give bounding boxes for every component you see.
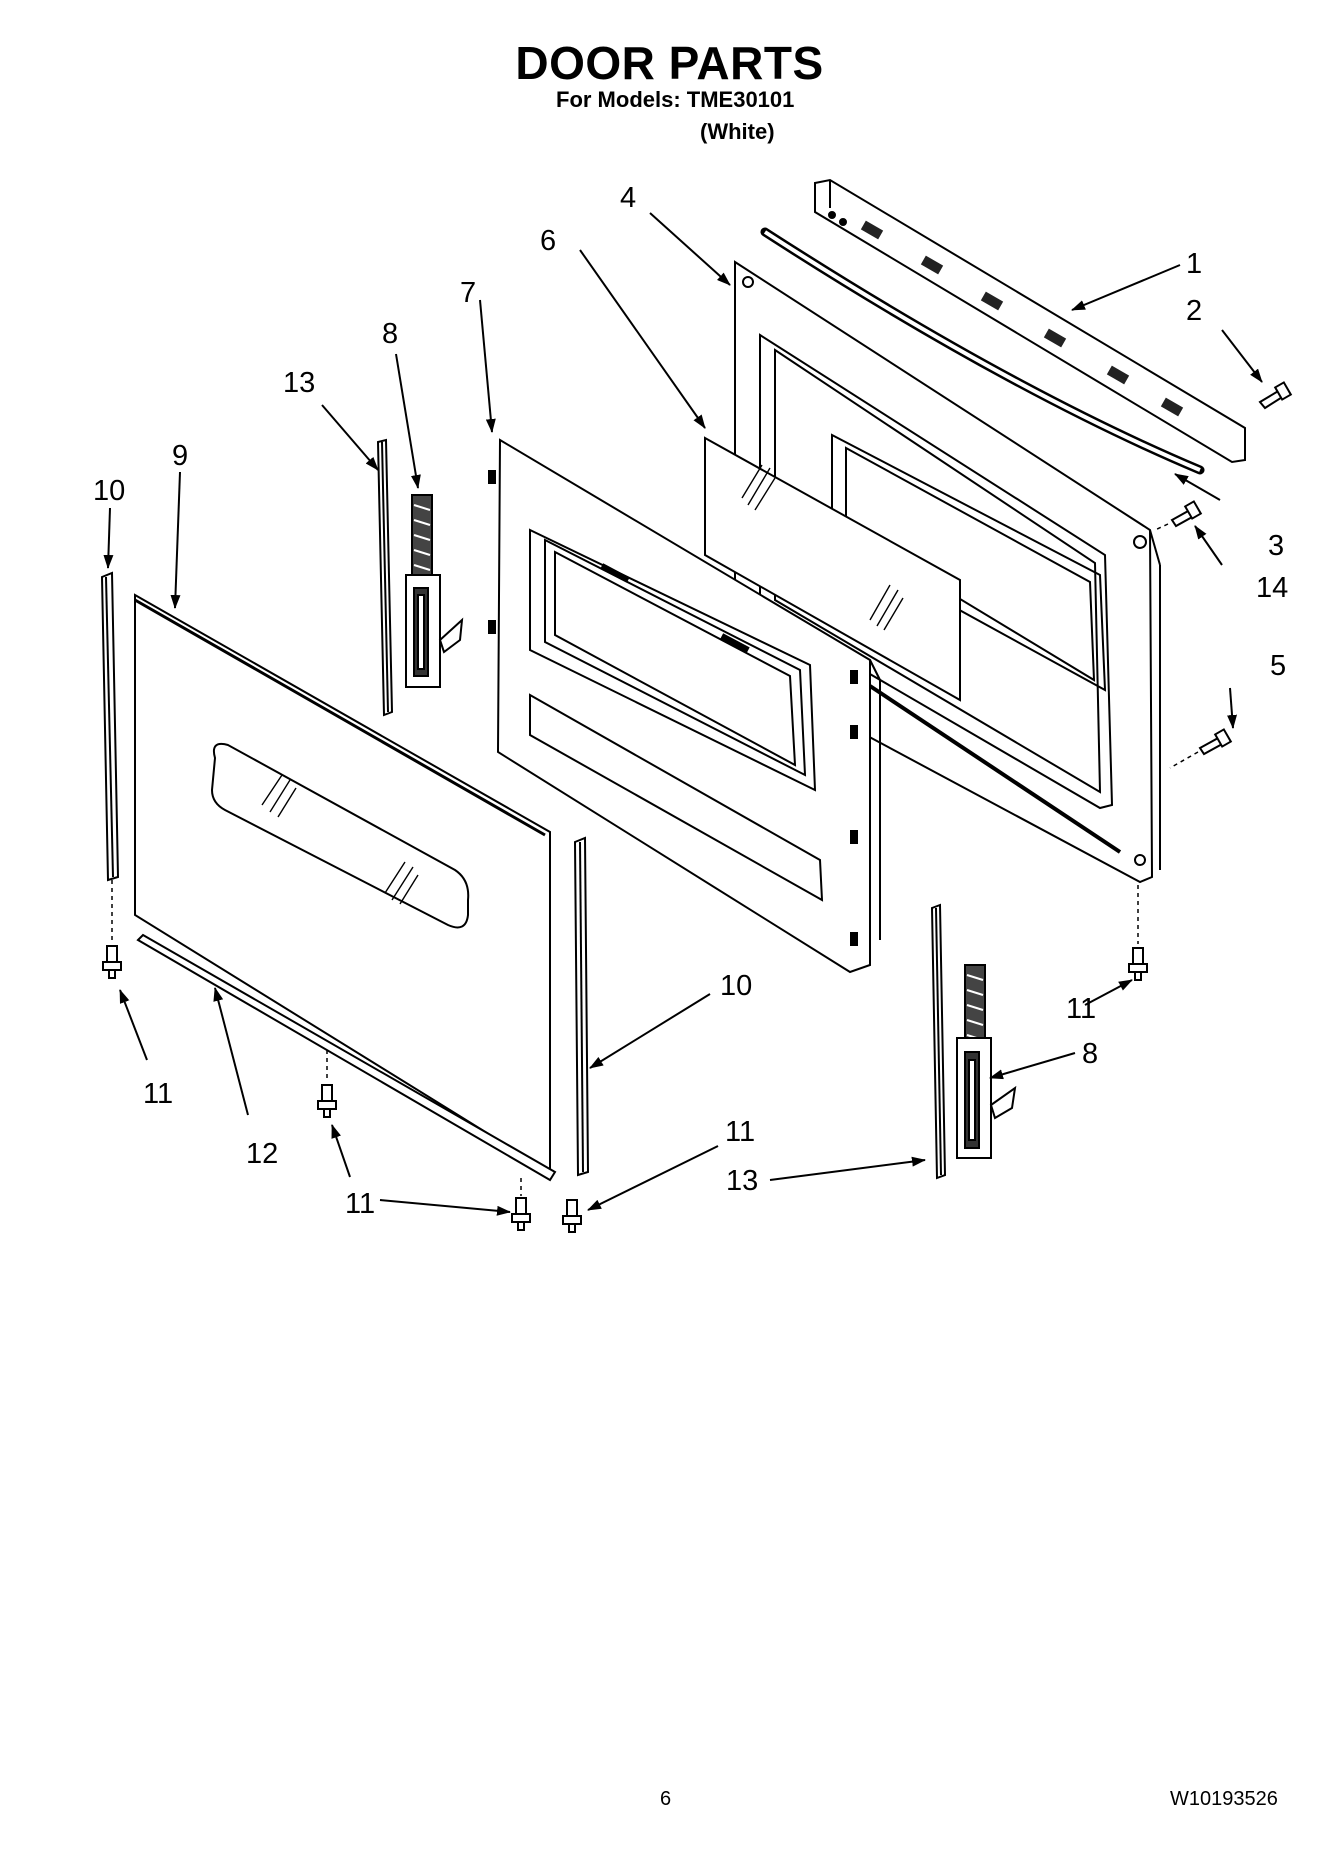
callout-11-b: 11	[345, 1188, 375, 1220]
part-12-bottom-trim	[136, 933, 557, 1182]
callout-10-right: 10	[720, 970, 752, 1002]
part-13-hinge-receiver-left	[376, 438, 394, 717]
model-subtitle: For Models: TME30101	[556, 87, 795, 112]
callout-14: 14	[1256, 572, 1288, 604]
page-number: 6	[660, 1788, 672, 1810]
callout-10-left: 10	[93, 475, 125, 507]
callout-8-bottom: 8	[1082, 1038, 1098, 1070]
part-5-screw	[1198, 728, 1233, 756]
callout-11-d: 11	[1066, 993, 1096, 1025]
callout-13-bottom: 13	[726, 1165, 758, 1197]
part-9-outer-door-panel	[134, 593, 551, 1174]
callout-1: 1	[1186, 248, 1202, 280]
callout-3: 3	[1268, 530, 1284, 562]
assembly-dash-lines	[111, 523, 1199, 1196]
callout-9: 9	[172, 440, 188, 472]
part-11-screw-e	[1128, 947, 1148, 981]
part-8-hinge-left	[405, 494, 464, 688]
callout-4: 4	[620, 182, 636, 214]
part-2-screw	[1258, 381, 1293, 410]
part-6-glass-panel	[704, 436, 961, 702]
part-11-screw-d	[562, 1199, 582, 1233]
part-10-side-trim-right	[573, 836, 590, 1177]
callout-6: 6	[540, 225, 556, 257]
page-title: DOOR PARTS	[515, 37, 824, 89]
leader-lines	[103, 212, 1263, 1216]
callout-11-c: 11	[725, 1116, 755, 1148]
part-11-screw-a	[102, 945, 122, 979]
callout-13-top: 13	[283, 367, 315, 399]
callout-7: 7	[460, 277, 476, 309]
document-number: W10193526	[1170, 1788, 1278, 1810]
part-13-hinge-receiver-right	[930, 903, 947, 1180]
callout-2: 2	[1186, 295, 1202, 327]
part-1-trim-panel	[814, 178, 1246, 464]
model-variant: (White)	[700, 119, 775, 144]
part-14-screw	[1170, 500, 1203, 528]
callout-8-top: 8	[382, 318, 398, 350]
callout-12: 12	[246, 1138, 278, 1170]
part-7-door-frame	[488, 438, 881, 974]
part-8-hinge-right	[956, 964, 1017, 1159]
part-3-door-handle	[760, 227, 1205, 475]
callout-11-a: 11	[143, 1078, 173, 1110]
part-11-screw-c	[511, 1197, 531, 1231]
part-11-screw-b	[317, 1084, 337, 1118]
part-10-side-trim-left	[100, 571, 120, 882]
callout-5: 5	[1270, 650, 1286, 682]
